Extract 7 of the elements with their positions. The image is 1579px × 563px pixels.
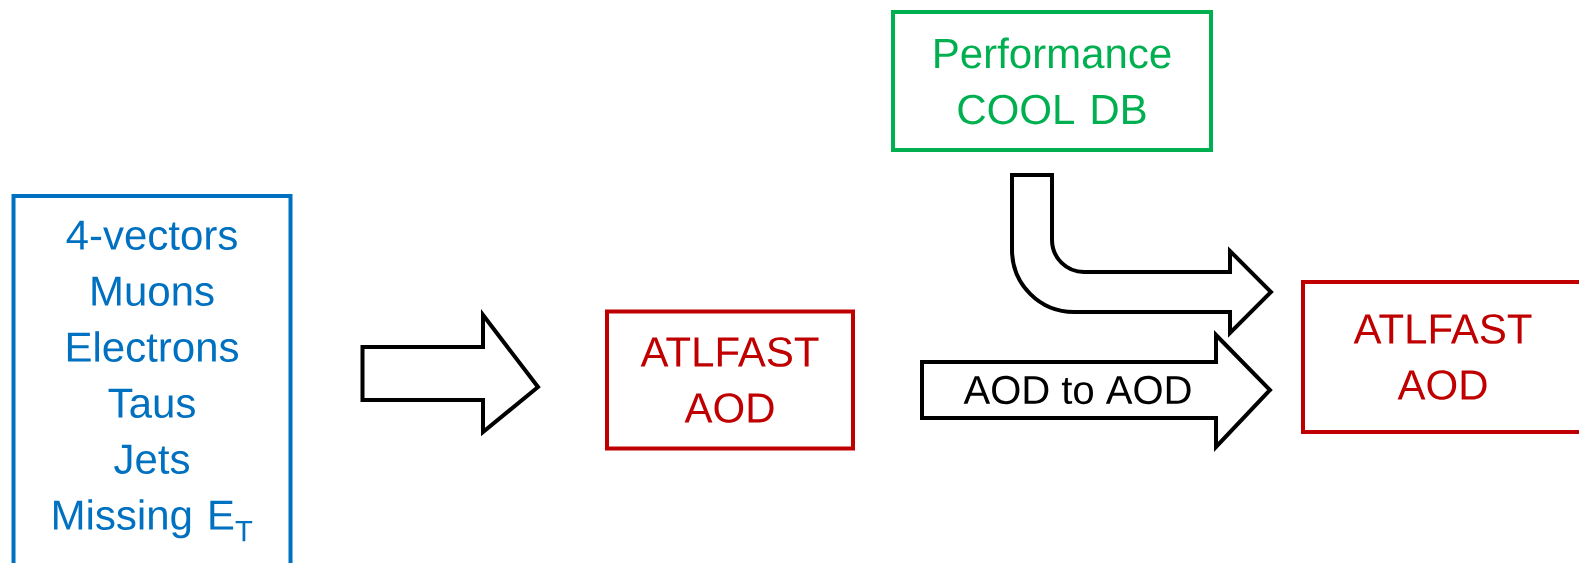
block-arrow [360,309,541,437]
list-box: 4-vectors Muons Electrons Taus Jets Missing E$_{T}$ [11,194,293,563]
database-box: Performance COOL DB [891,10,1213,152]
output-box: ATLFAST AOD [605,309,855,451]
block-arrow [1010,173,1273,335]
output-box: ATLFAST AOD [1301,280,1579,434]
edge-label: AOD to AOD [962,374,1194,406]
